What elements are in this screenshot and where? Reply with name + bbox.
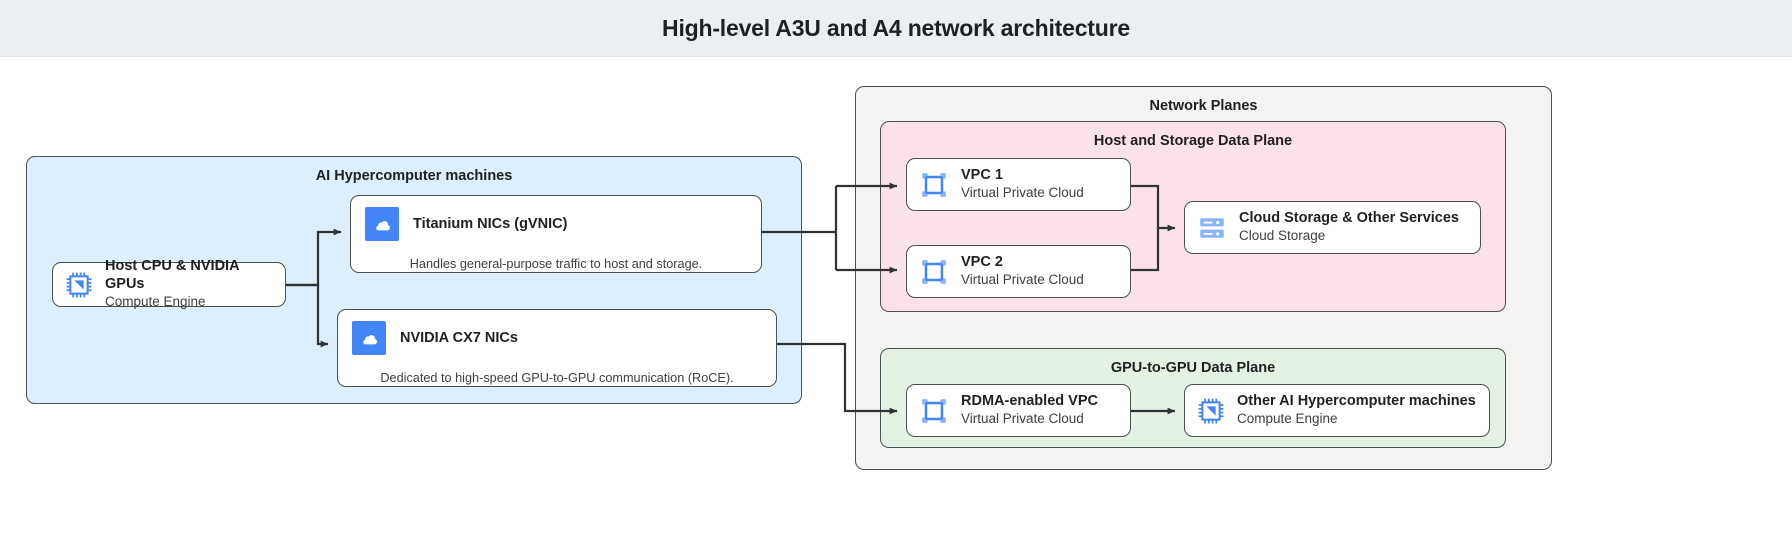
storage-icon [1197, 213, 1227, 243]
card-host-cpu-gpus-subtitle: Compute Engine [105, 293, 206, 309]
card-cloud-storage-subtitle: Cloud Storage [1239, 227, 1326, 243]
gpu-to-gpu-data-plane-title: GPU-to-GPU Data Plane [1110, 360, 1276, 376]
card-titanium-nics[interactable]: Titanium NICs (gVNIC) Handles general-pu… [350, 195, 762, 273]
ai-hypercomputer-machines-title: AI Hypercomputer machines [315, 168, 513, 184]
vpc-icon [919, 170, 949, 200]
card-nvidia-cx7-nics[interactable]: NVIDIA CX7 NICs Dedicated to high-speed … [337, 309, 777, 387]
card-other-ai-hypercomputer-machines-subtitle: Compute Engine [1237, 410, 1338, 426]
card-other-ai-hypercomputer-machines[interactable]: Other AI Hypercomputer machines Compute … [1184, 384, 1490, 437]
cloud-square-icon [365, 207, 399, 241]
vpc-icon [919, 257, 949, 287]
card-cloud-storage[interactable]: Cloud Storage & Other Services Cloud Sto… [1184, 201, 1481, 254]
card-titanium-nics-header: Titanium NICs (gVNIC) [351, 196, 761, 251]
card-vpc-1[interactable]: VPC 1 Virtual Private Cloud [906, 158, 1131, 211]
card-rdma-enabled-vpc-title: RDMA-enabled VPC [961, 393, 1098, 410]
page-title: High-level A3U and A4 network architectu… [662, 14, 1130, 41]
card-other-ai-hypercomputer-machines-title: Other AI Hypercomputer machines [1237, 393, 1476, 410]
header-bar: High-level A3U and A4 network architectu… [0, 0, 1792, 57]
card-nvidia-cx7-nics-header: NVIDIA CX7 NICs [338, 310, 776, 365]
card-vpc-2[interactable]: VPC 2 Virtual Private Cloud [906, 245, 1131, 298]
card-vpc-1-subtitle: Virtual Private Cloud [961, 184, 1084, 200]
network-planes-title: Network Planes [1149, 98, 1258, 114]
card-rdma-enabled-vpc-subtitle: Virtual Private Cloud [961, 410, 1084, 426]
card-cloud-storage-title: Cloud Storage & Other Services [1239, 210, 1459, 227]
card-vpc-2-title: VPC 2 [961, 254, 1003, 271]
cpu-chip-icon [1197, 397, 1225, 425]
card-host-cpu-gpus-title: Host CPU & NVIDIA GPUs [105, 258, 239, 293]
cloud-square-icon [352, 321, 386, 355]
card-host-cpu-gpus[interactable]: Host CPU & NVIDIA GPUs Compute Engine [52, 258, 286, 309]
vpc-icon [919, 396, 949, 426]
card-vpc-1-title: VPC 1 [961, 167, 1003, 184]
card-rdma-enabled-vpc[interactable]: RDMA-enabled VPC Virtual Private Cloud [906, 384, 1131, 437]
card-titanium-nics-description: Handles general-purpose traffic to host … [409, 257, 703, 271]
card-nvidia-cx7-nics-description: Dedicated to high-speed GPU-to-GPU commu… [380, 371, 734, 385]
card-nvidia-cx7-nics-title: NVIDIA CX7 NICs [400, 330, 518, 346]
cpu-chip-icon [65, 271, 93, 299]
card-vpc-2-subtitle: Virtual Private Cloud [961, 271, 1084, 287]
card-titanium-nics-title: Titanium NICs (gVNIC) [413, 216, 568, 232]
host-storage-data-plane-title: Host and Storage Data Plane [1093, 133, 1293, 149]
